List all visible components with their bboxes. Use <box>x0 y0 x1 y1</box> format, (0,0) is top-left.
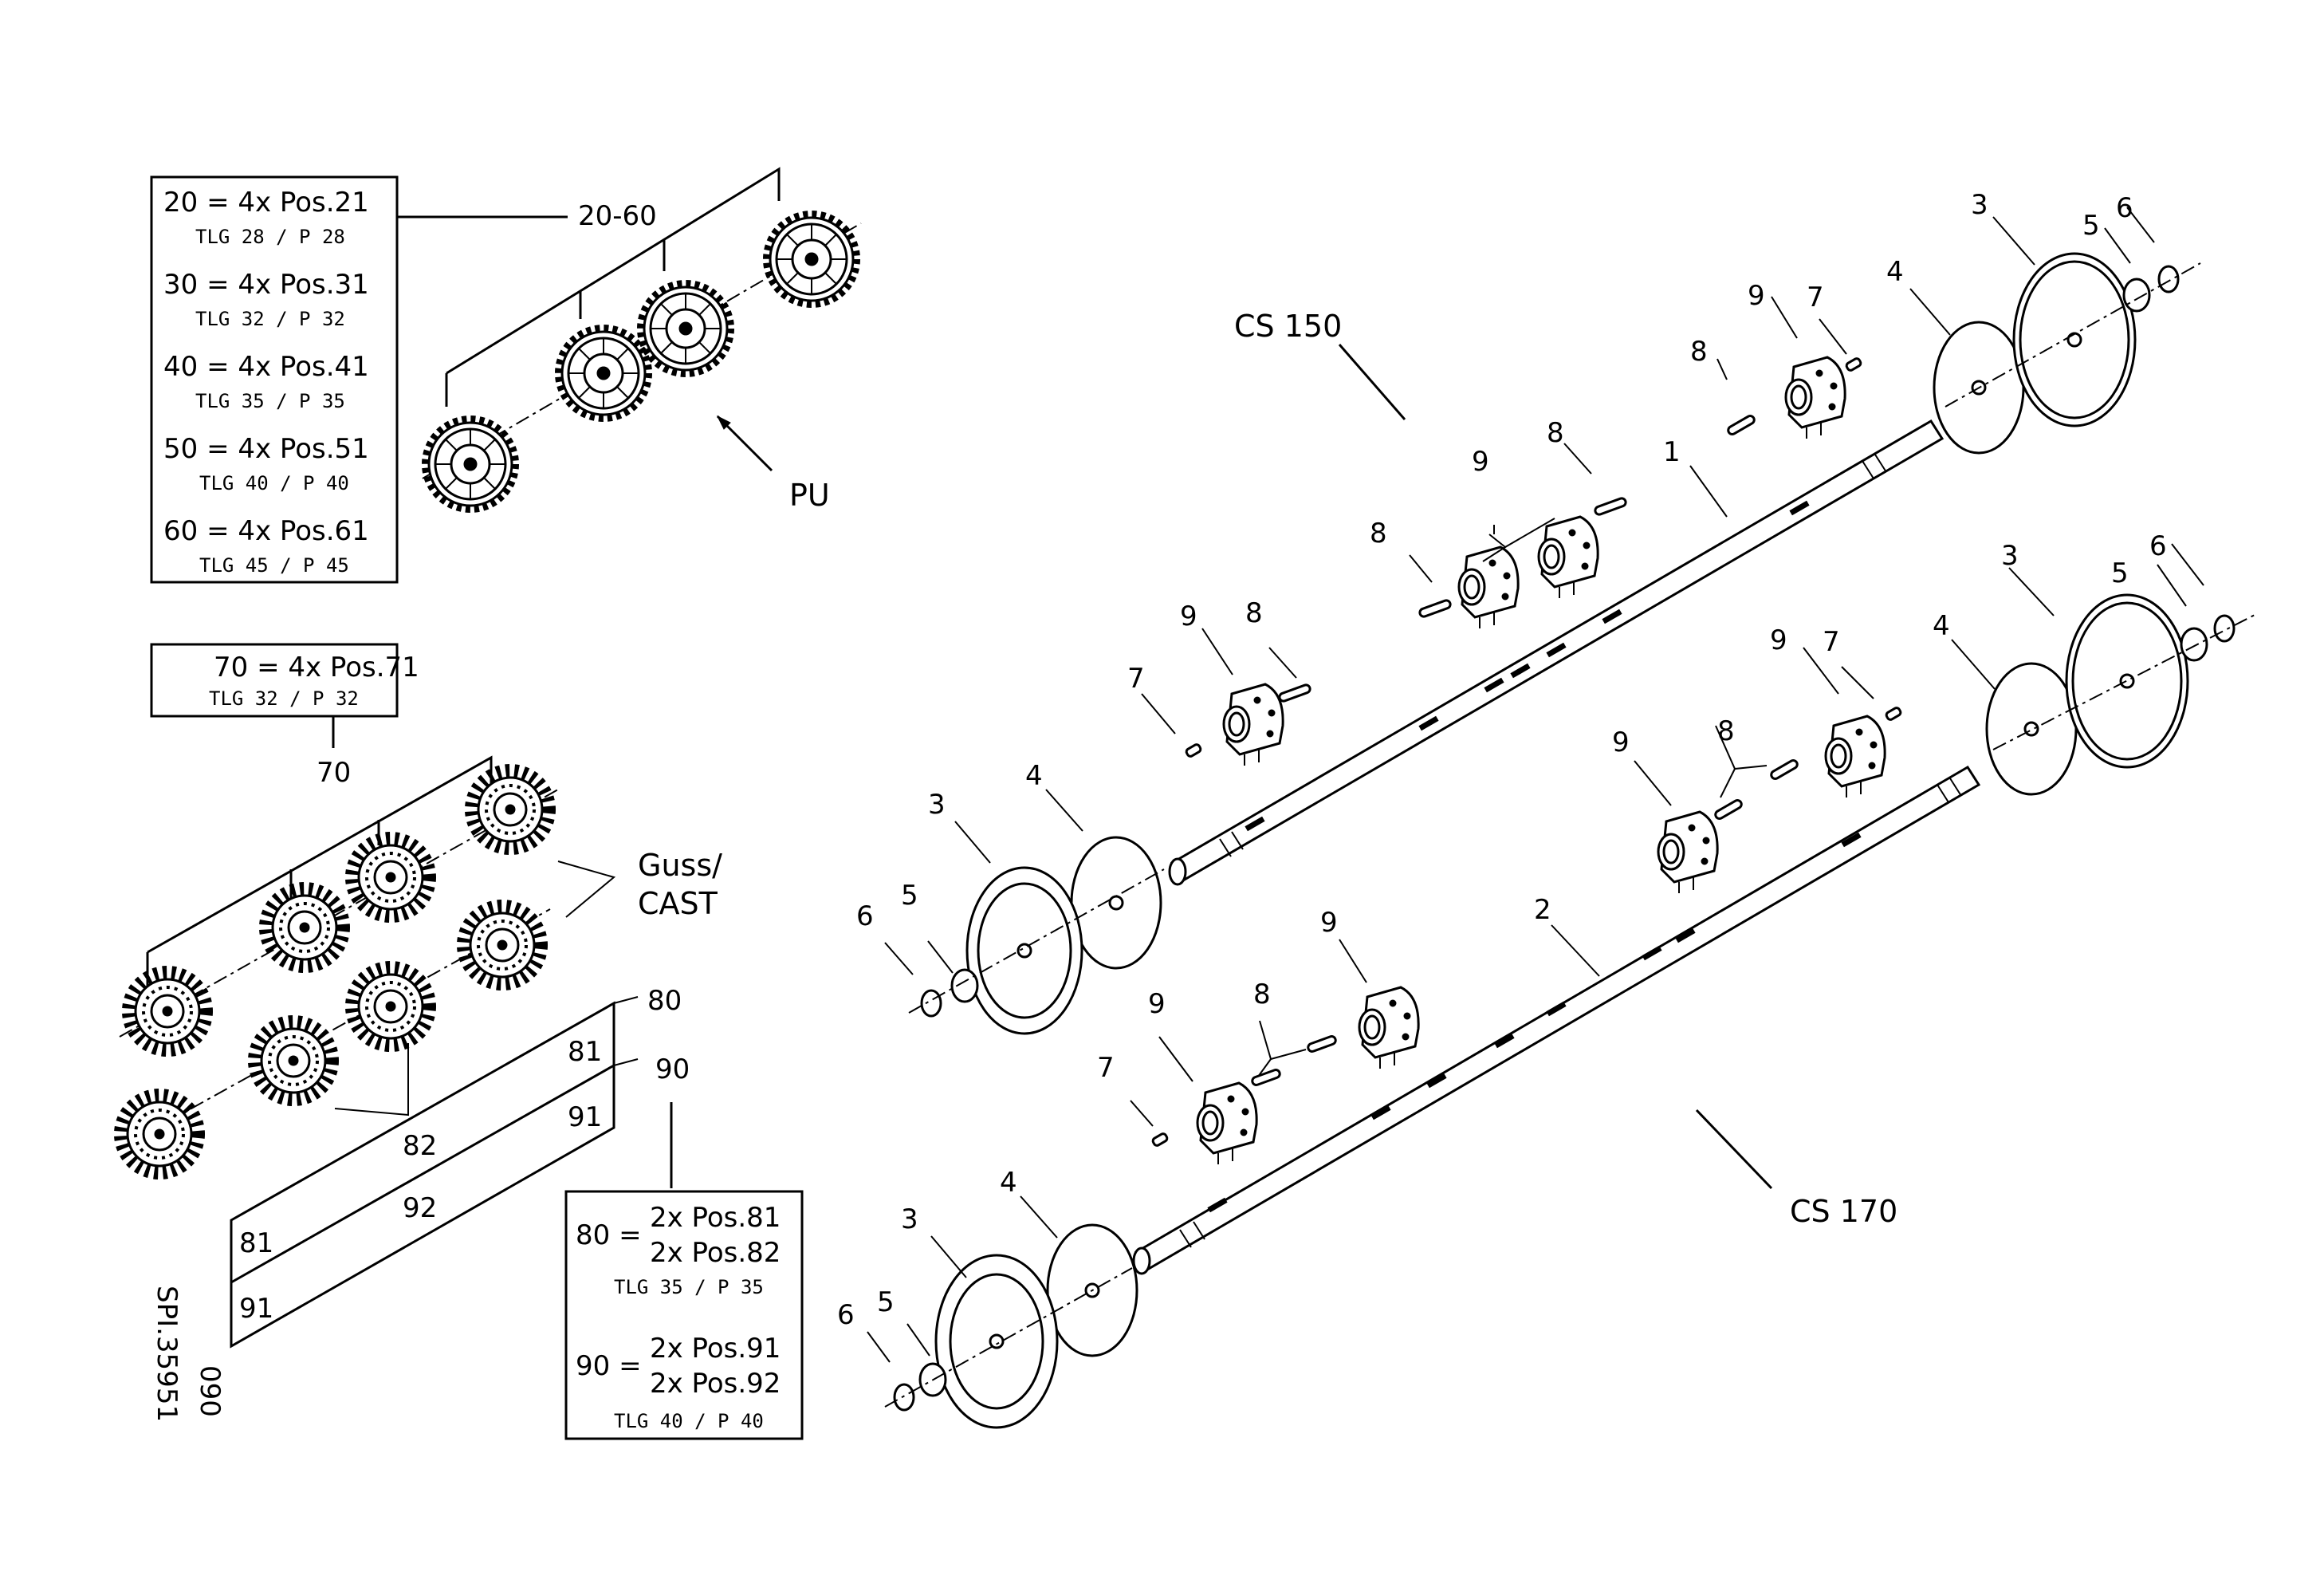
model-label-cs150: CS 150 <box>1234 309 1342 344</box>
legend-90-line2: 2x Pos.92 <box>650 1368 781 1400</box>
p80-label: 80 <box>647 985 682 1017</box>
model-label-cs170: CS 170 <box>1790 1194 1897 1229</box>
drawing-id: SPI.35951 <box>151 1286 183 1422</box>
callout-8-c: 8 <box>1370 518 1387 549</box>
disk-4-left-upper <box>1070 836 1162 970</box>
disk-4-right-lower <box>1985 662 2078 796</box>
label-81-right: 81 <box>568 1036 602 1068</box>
callout-6-lower-right: 6 <box>2149 530 2167 562</box>
pu-row-30-sub: TLG 32 / P 32 <box>195 308 345 330</box>
callout-7-lower-right: 7 <box>1823 626 1840 658</box>
callout-5-upper-right: 5 <box>2082 210 2100 242</box>
disk-3-left-upper <box>965 866 1083 1035</box>
callout-5-upper-left: 5 <box>901 880 918 912</box>
p90-label: 90 <box>655 1053 690 1085</box>
callout-8-b: 8 <box>1245 597 1263 629</box>
legend-70-sub: TLG 32 / P 32 <box>209 687 359 710</box>
cast-label-2: CAST <box>638 886 718 921</box>
callout-9-b: 9 <box>1748 280 1765 312</box>
callout-8-e: 8 <box>1717 715 1735 747</box>
legend-80-id: 80 = <box>576 1219 642 1251</box>
callout-9-a: 9 <box>1180 601 1197 632</box>
callout-9-f: 9 <box>1148 988 1166 1020</box>
pu-row-30: 30 = 4x Pos.31 <box>163 269 369 301</box>
callout-4-lower-right: 4 <box>1933 610 1950 642</box>
legend-80-90-box <box>564 1190 804 1440</box>
pu-row-60-sub: TLG 45 / P 45 <box>199 554 349 577</box>
callout-3-lower-left: 3 <box>901 1203 918 1235</box>
callout-6-lower-left: 6 <box>837 1299 855 1331</box>
legend-80-line2: 2x Pos.82 <box>650 1237 781 1269</box>
callout-3-upper-left: 3 <box>928 789 946 821</box>
legend-90-id: 90 = <box>576 1350 642 1382</box>
callout-9-c: 9 <box>1472 446 1489 478</box>
callout-5-lower-right: 5 <box>2111 557 2129 589</box>
callout-4-upper-right: 4 <box>1886 256 1904 288</box>
callout-9-g: 9 <box>1320 907 1338 939</box>
pu-material-label: PU <box>789 478 830 513</box>
callout-3-lower-right: 3 <box>2001 540 2019 572</box>
label-82: 82 <box>403 1130 437 1162</box>
legend-90-sub: TLG 40 / P 40 <box>614 1410 764 1432</box>
callout-7-lower-left: 7 <box>1097 1052 1115 1084</box>
callout-4-upper-left: 4 <box>1025 760 1043 792</box>
label-91-left: 91 <box>239 1293 273 1325</box>
callout-7-upper-right: 7 <box>1807 282 1824 313</box>
legend-70-box <box>150 643 399 718</box>
cast-label-1: Guss/ <box>638 848 722 883</box>
callout-7-upper-left: 7 <box>1127 663 1145 695</box>
callout-labels: 1 2 3 3 3 3 4 4 4 4 5 5 5 5 6 6 6 6 7 7 … <box>837 189 2167 1331</box>
callout-8-a: 8 <box>1690 336 1708 368</box>
pu-legend-box <box>150 175 399 584</box>
disk-3-right-upper <box>2012 252 2137 427</box>
pu-row-20-sub: TLG 28 / P 28 <box>195 226 345 248</box>
pu-row-40: 40 = 4x Pos.41 <box>163 351 369 383</box>
pos-80-90-parallelogram <box>230 1001 615 1349</box>
shaft-cs170 <box>1132 765 1981 1275</box>
label-92: 92 <box>403 1192 437 1224</box>
callout-5-lower-left: 5 <box>877 1286 895 1318</box>
legend-70-group: 70 <box>317 757 351 789</box>
callout-2: 2 <box>1534 894 1551 926</box>
callout-4-lower-left: 4 <box>1000 1167 1017 1199</box>
pu-row-20: 20 = 4x Pos.21 <box>163 187 369 219</box>
legend-90-line1: 2x Pos.91 <box>650 1333 781 1365</box>
pu-row-40-sub: TLG 35 / P 35 <box>195 390 345 412</box>
pu-row-60: 60 = 4x Pos.61 <box>163 515 369 547</box>
pu-legend-rows: 20 = 4x Pos.21 TLG 28 / P 28 30 = 4x Pos… <box>163 187 369 577</box>
pu-group-label: 20-60 <box>578 200 657 232</box>
callout-3-upper-right: 3 <box>1971 189 1988 221</box>
callout-9-e: 9 <box>1770 624 1787 656</box>
pu-row-50-sub: TLG 40 / P 40 <box>199 472 349 494</box>
pu-row-50: 50 = 4x Pos.51 <box>163 433 369 465</box>
label-81-left: 81 <box>239 1227 273 1259</box>
callout-1: 1 <box>1663 436 1681 468</box>
drawing-sheet: 090 <box>194 1365 226 1417</box>
callout-6-upper-right: 6 <box>2116 192 2133 224</box>
legend-80-sub: TLG 35 / P 35 <box>614 1276 764 1298</box>
callout-9-d: 9 <box>1612 727 1630 758</box>
shaft-cs150 <box>1168 419 1945 886</box>
legend-80-line1: 2x Pos.81 <box>650 1202 781 1234</box>
label-91-right: 91 <box>568 1101 602 1133</box>
callout-8-f: 8 <box>1253 979 1271 1010</box>
disk-3-left-lower <box>934 1254 1059 1429</box>
callout-8-d: 8 <box>1547 417 1564 449</box>
callout-6-upper-left: 6 <box>856 900 874 932</box>
disk-3-right-lower <box>2065 593 2189 769</box>
legend-70-main: 70 = 4x Pos.71 <box>214 652 419 683</box>
